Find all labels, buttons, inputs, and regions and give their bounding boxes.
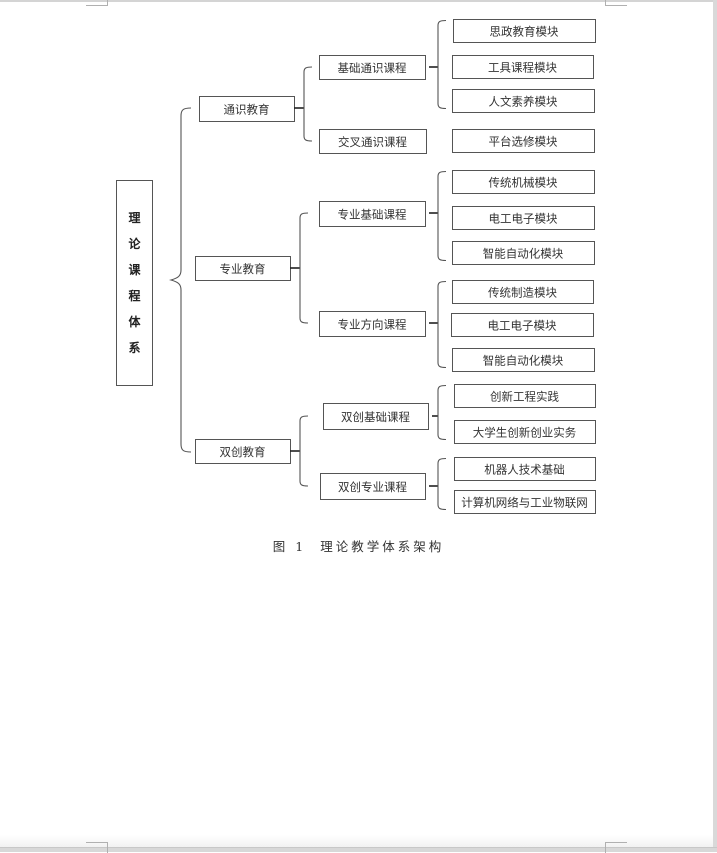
- crop-mark-top-left: [86, 0, 108, 6]
- level2-node-label: 交叉通识课程: [338, 135, 407, 149]
- crop-mark-bottom-right: [605, 842, 627, 853]
- module-node: 创新工程实践: [454, 384, 596, 408]
- root-label: 理论课程体系: [128, 211, 141, 355]
- module-node: 机器人技术基础: [454, 457, 596, 481]
- module-node-label: 传统机械模块: [489, 176, 558, 190]
- level2-node-label: 基础通识课程: [338, 61, 407, 75]
- page-bottom-shadow: [0, 835, 713, 847]
- module-node: 智能自动化模块: [452, 348, 595, 372]
- figure-number: 图 1: [272, 539, 307, 554]
- module-node-label: 人文素养模块: [489, 95, 558, 109]
- level1-node-box: [195, 256, 291, 281]
- module-node-box: [452, 129, 595, 153]
- module-node-box: [452, 89, 595, 113]
- level1-node: 专业教育: [195, 256, 291, 281]
- level1-node-box: [199, 96, 295, 122]
- module-node: 平台选修模块: [452, 129, 595, 153]
- module-node-label: 大学生创新创业实务: [473, 426, 577, 440]
- level2-node: 双创专业课程: [320, 473, 426, 500]
- root-brace: [168, 107, 192, 453]
- module-node: 人文素养模块: [452, 89, 595, 113]
- level2-node-box: [319, 201, 426, 227]
- level1-connector-bracket: [303, 66, 313, 142]
- module-node-box: [454, 457, 596, 481]
- crop-mark-top-right: [605, 0, 627, 6]
- root-node: 理论课程体系: [116, 180, 153, 386]
- level1-connector-bracket: [299, 212, 309, 324]
- level2-connector-bracket: [437, 384, 447, 441]
- module-node: 大学生创新创业实务: [454, 420, 596, 444]
- level2-connector-bracket: [437, 280, 447, 369]
- figure-caption: 图 1 理论教学体系架构: [0, 536, 717, 555]
- module-node-box: [452, 280, 594, 304]
- module-node: 传统机械模块: [452, 170, 595, 194]
- module-node-box: [451, 313, 594, 337]
- module-node-label: 智能自动化模块: [483, 247, 564, 261]
- level1-connector-bracket: [299, 415, 309, 487]
- level2-connector-bracket: [437, 19, 447, 110]
- level1-node-label: 通识教育: [224, 103, 270, 117]
- level2-node-box: [319, 311, 426, 337]
- module-node-label: 传统制造模块: [488, 286, 557, 300]
- module-node-box: [453, 19, 596, 43]
- page-top-edge: [0, 0, 717, 2]
- level2-node: 专业基础课程: [319, 201, 426, 227]
- module-node-box: [452, 55, 594, 79]
- module-node-label: 平台选修模块: [489, 135, 558, 149]
- level2-connector-bracket: [437, 457, 447, 511]
- level1-node-label: 双创教育: [220, 445, 266, 459]
- module-node-box: [452, 170, 595, 194]
- module-node: 思政教育模块: [453, 19, 596, 43]
- module-node-label: 工具课程模块: [488, 61, 557, 75]
- module-node-label: 电工电子模块: [489, 212, 558, 226]
- level2-node-label: 双创基础课程: [341, 410, 410, 424]
- page-right-edge: [713, 0, 717, 852]
- module-node: 计算机网络与工业物联网: [454, 490, 596, 514]
- level2-node: 交叉通识课程: [319, 129, 427, 154]
- module-node-box: [454, 420, 596, 444]
- level2-node-box: [323, 403, 429, 430]
- module-node: 工具课程模块: [452, 55, 594, 79]
- level1-node: 双创教育: [195, 439, 291, 464]
- level2-node-box: [319, 129, 427, 154]
- level2-node-box: [320, 473, 426, 500]
- module-node-box: [452, 206, 595, 230]
- module-node-box: [452, 241, 595, 265]
- module-node-label: 机器人技术基础: [484, 463, 565, 477]
- module-node-box: [452, 348, 595, 372]
- module-node-label: 创新工程实践: [490, 390, 559, 404]
- module-node-label: 智能自动化模块: [483, 354, 564, 368]
- level1-node-label: 专业教育: [220, 262, 266, 276]
- level2-node: 专业方向课程: [319, 311, 426, 337]
- level2-node-box: [319, 55, 426, 80]
- module-node: 电工电子模块: [451, 313, 594, 337]
- level2-node: 基础通识课程: [319, 55, 426, 80]
- module-node: 电工电子模块: [452, 206, 595, 230]
- figure-title: 理论教学体系架构: [320, 539, 445, 554]
- level1-node: 通识教育: [199, 96, 295, 122]
- level2-connector-bracket: [437, 170, 447, 262]
- module-node-box: [454, 490, 596, 514]
- module-node-label: 计算机网络与工业物联网: [461, 496, 588, 510]
- crop-mark-bottom-left: [86, 842, 108, 853]
- caption-gap: [306, 539, 320, 554]
- module-node-box: [454, 384, 596, 408]
- page-bottom-edge: [0, 847, 717, 852]
- level2-node-label: 双创专业课程: [338, 480, 407, 494]
- level2-node-label: 专业基础课程: [338, 208, 407, 222]
- module-node-label: 电工电子模块: [488, 319, 557, 333]
- level2-node-label: 专业方向课程: [338, 318, 407, 332]
- level2-node: 双创基础课程: [323, 403, 429, 430]
- module-node-label: 思政教育模块: [490, 25, 559, 39]
- module-node: 智能自动化模块: [452, 241, 595, 265]
- module-node: 传统制造模块: [452, 280, 594, 304]
